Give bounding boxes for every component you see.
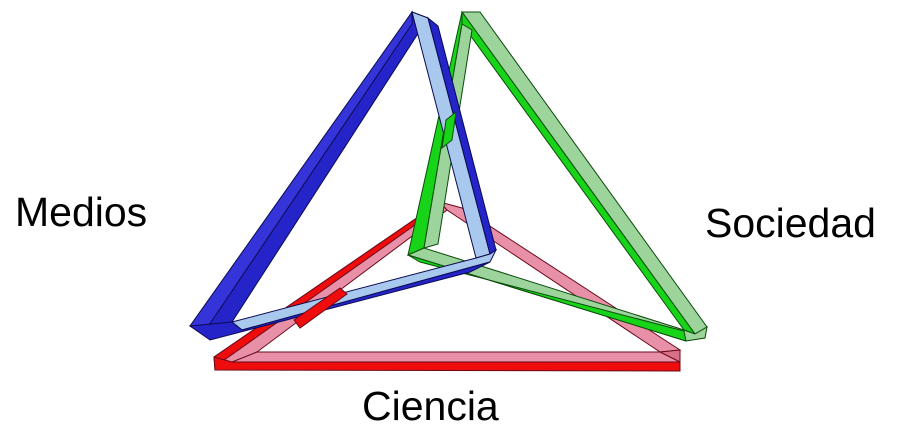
green-frame <box>406 10 708 342</box>
red-frame-bottom-bar-face <box>213 356 681 372</box>
label-sociedad: Sociedad <box>705 200 876 246</box>
label-medios: Medios <box>15 189 148 235</box>
red-frame <box>213 200 682 372</box>
green-frame-crossing-overlay <box>441 110 457 150</box>
red-frame-bottom-bar-top <box>231 351 681 363</box>
label-ciencia: Ciencia <box>362 383 499 428</box>
green-frame-bottom-bar-face <box>407 254 687 342</box>
red-frame-crossing-overlay <box>293 287 348 329</box>
green-frame-right-bar <box>461 11 708 335</box>
blue-frame-bottom-bar-face <box>188 261 491 341</box>
